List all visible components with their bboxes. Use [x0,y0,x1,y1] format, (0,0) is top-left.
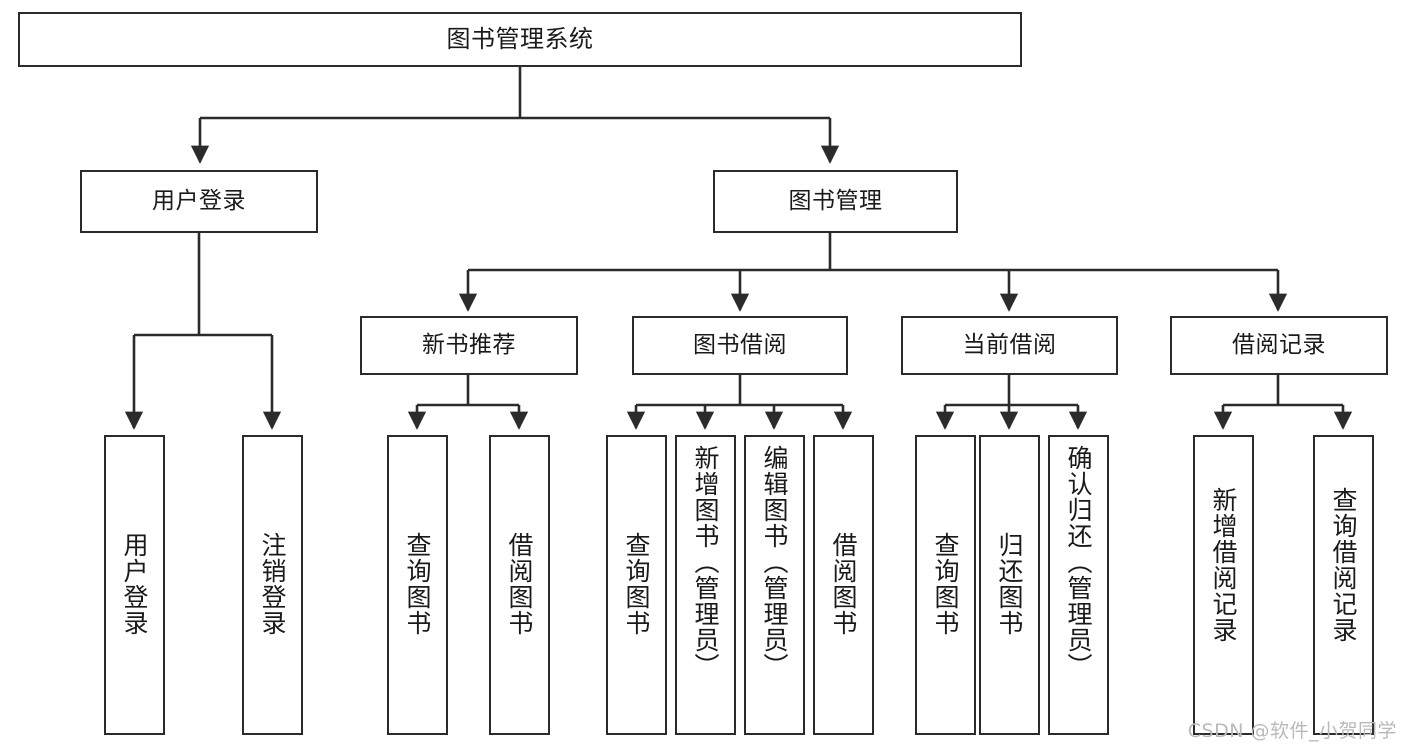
leaf-add-book-admin[interactable]: 新增图书（管理员） [675,435,736,735]
leaf-borrow-book-1[interactable]: 借阅图书 [489,435,550,735]
node-user-login[interactable]: 用户登录 [80,170,318,233]
node-new-book-recommend[interactable]: 新书推荐 [360,316,578,375]
leaf-add-borrow-record[interactable]: 新增借阅记录 [1193,435,1254,735]
csdn-watermark: CSDN @软件_小贺同学 [1187,720,1397,742]
node-current-borrow[interactable]: 当前借阅 [901,316,1118,375]
node-label: 借阅图书 [829,532,858,636]
leaf-confirm-return-admin[interactable]: 确认归还（管理员） [1048,435,1109,735]
leaf-user-logout[interactable]: 注销登录 [242,435,303,735]
node-label: 图书管理 [788,187,883,214]
leaf-borrow-book-2[interactable]: 借阅图书 [813,435,874,735]
leaf-query-book-3[interactable]: 查询图书 [915,435,976,735]
node-label: 查询图书 [622,532,651,636]
node-label: 图书管理系统 [446,25,594,54]
node-label: 新增图书（管理员） [691,445,720,679]
node-label: 借阅图书 [505,532,534,636]
leaf-query-book-1[interactable]: 查询图书 [387,435,448,735]
node-borrow-record[interactable]: 借阅记录 [1170,316,1388,375]
node-label: 查询图书 [931,532,960,636]
node-book-borrow[interactable]: 图书借阅 [632,316,848,375]
node-book-manage[interactable]: 图书管理 [713,170,958,233]
node-label: 新书推荐 [422,331,516,358]
leaf-query-book-2[interactable]: 查询图书 [606,435,667,735]
node-label: 查询借阅记录 [1329,487,1358,643]
node-root-book-management-system[interactable]: 图书管理系统 [18,12,1022,67]
node-label: 新增借阅记录 [1209,487,1238,643]
leaf-return-book[interactable]: 归还图书 [979,435,1040,735]
node-label: 编辑图书（管理员） [760,445,789,679]
leaf-query-borrow-record[interactable]: 查询借阅记录 [1313,435,1374,735]
node-label: 归还图书 [995,532,1024,636]
node-label: 用户登录 [152,187,246,214]
node-label: 当前借阅 [962,331,1057,358]
leaf-edit-book-admin[interactable]: 编辑图书（管理员） [744,435,805,735]
node-label: 查询图书 [403,532,432,636]
node-label: 借阅记录 [1232,331,1326,358]
leaf-user-login[interactable]: 用户登录 [104,435,165,735]
node-label: 图书借阅 [693,331,787,358]
node-label: 注销登录 [258,532,287,636]
node-label: 确认归还（管理员） [1064,445,1093,679]
node-label: 用户登录 [120,532,149,636]
